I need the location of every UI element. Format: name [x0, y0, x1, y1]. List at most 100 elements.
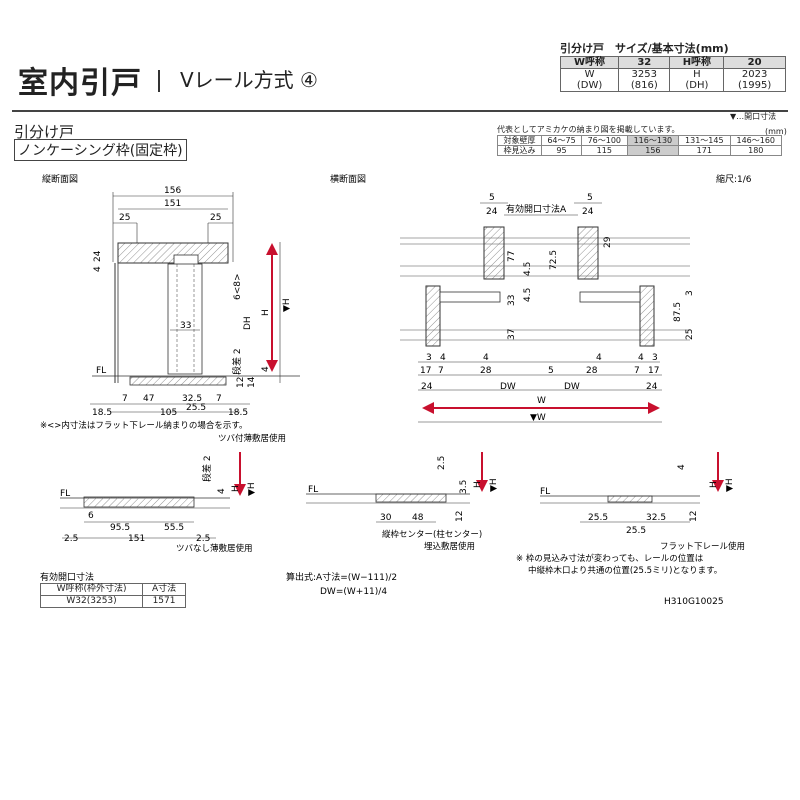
- dim-4: 4: [677, 464, 687, 470]
- horizontal-section: 5 24 有効開口寸法A 5 24 77 72.5 4.5 29 4.5 33 …: [400, 193, 695, 423]
- dim-7: 7: [122, 394, 128, 404]
- dim-151: 151: [128, 534, 145, 544]
- dim-7: 7: [634, 366, 640, 376]
- formula-line-1: 算出式:A寸法=(W−111)/2: [286, 571, 397, 583]
- dim-32-5: 32.5: [182, 394, 202, 404]
- dim-24: 24: [646, 382, 658, 392]
- step-label: 段差 2: [201, 455, 213, 482]
- dim-48: 48: [412, 513, 424, 523]
- dim-14: 14: [247, 376, 257, 388]
- wall-cell: 枠見込み: [496, 145, 543, 156]
- dim-17: 17: [648, 366, 659, 376]
- floor-label: FL: [308, 485, 318, 495]
- dim-w-opening: ▼W: [530, 413, 546, 423]
- aperture-cell: 1571: [142, 595, 186, 608]
- size-spec-table: W呼称 32 H呼称 20 W (DW) 3253 (816) H (DH) 2…: [559, 56, 786, 92]
- header-rule: [12, 110, 788, 112]
- dim-3: 3: [652, 353, 658, 363]
- dim-dw: DW: [500, 382, 516, 392]
- dim-7: 7: [438, 366, 444, 376]
- dim-h: H: [709, 481, 719, 488]
- dim-28: 28: [586, 366, 598, 376]
- dim-72-5: 72.5: [549, 250, 559, 270]
- vertical-section: 156 151 25 25 33 24 4 6<8> DH 段差 2 4 H ▼…: [40, 186, 300, 444]
- wall-note: 代表としてアミカケの納まり図を掲載しています。: [497, 125, 680, 134]
- dim-h: H: [231, 485, 241, 492]
- dim-h: H: [473, 481, 483, 488]
- dim-37: 37: [507, 329, 517, 340]
- dim-h-opening: ▼H: [489, 478, 499, 492]
- door-type-label: 引分け戸: [14, 123, 75, 141]
- embedded-note: 埋込敷居使用: [424, 541, 475, 552]
- spec-cell: 3253 (816): [618, 68, 671, 92]
- dim-dh: DH: [243, 316, 253, 330]
- dim-30: 30: [380, 513, 392, 523]
- detail-flat-rail: FL 4 H ▼H 25.5 32.5 25.5 12 フラット下レール使用: [540, 452, 745, 552]
- dim-18-5: 18.5: [92, 408, 112, 418]
- dim-3-5: 3.5: [459, 480, 469, 494]
- wall-cell: 180: [729, 145, 783, 156]
- dim-3: 3: [426, 353, 432, 363]
- dim-5: 5: [548, 366, 554, 376]
- dim-25: 25: [210, 213, 221, 223]
- dim-2-5: 2.5: [64, 534, 78, 544]
- dim-step: 段差 2: [231, 348, 243, 375]
- dim-87-5: 87.5: [673, 302, 683, 322]
- dim-17: 17: [420, 366, 431, 376]
- rail-note-2: 中縦枠木口より共通の位置(25.5ミリ)となります。: [528, 565, 722, 576]
- horizontal-view-label: 横断面図: [330, 173, 366, 185]
- dim-25-5: 25.5: [626, 526, 646, 536]
- dim-151: 151: [164, 199, 181, 209]
- dim-4: 4: [638, 353, 644, 363]
- dim-105: 105: [160, 408, 177, 418]
- dim-12: 12: [236, 377, 246, 388]
- wall-unit: (mm): [765, 127, 787, 136]
- dim-h-opening: ▼H: [282, 298, 292, 312]
- dim-4-5b: 4.5: [523, 288, 533, 302]
- dim-18-5: 18.5: [228, 408, 248, 418]
- dim-4: 4: [440, 353, 446, 363]
- dim-4b: 4: [261, 366, 271, 372]
- dim-95-5: 95.5: [110, 523, 130, 533]
- dim-33: 33: [507, 295, 517, 306]
- detail-tsuba-none: FL 段差 2 4 H ▼H 6 95.5 55.5 2.5 151 2.5 ツ…: [60, 452, 257, 554]
- wall-cell: 95: [541, 145, 582, 156]
- dim-4-5: 4.5: [523, 262, 533, 276]
- dim-29: 29: [603, 236, 613, 248]
- rail-note-1: ※ 枠の見込み寸法が変わっても、レールの位置は: [516, 553, 704, 564]
- dim-24: 24: [421, 382, 433, 392]
- page-subtitle: Vレール方式 ④: [180, 68, 318, 92]
- floor-label: FL: [540, 487, 550, 497]
- wall-thickness-table: 対象壁厚 64〜75 76〜100 116〜130 131〜145 146〜16…: [496, 135, 783, 156]
- dim-h-opening: ▼H: [247, 482, 257, 496]
- aperture-header: W呼称(枠外寸法): [39, 583, 144, 596]
- page-title: 室内引戸: [18, 66, 142, 101]
- tsuba-none-note: ツバなし薄敷居使用: [176, 543, 253, 554]
- dim-4: 4: [483, 353, 489, 363]
- spec-cell: 20: [723, 56, 786, 69]
- dim-2-5: 2.5: [196, 534, 210, 544]
- dim-25-5: 25.5: [588, 513, 608, 523]
- spec-cell: 2023 (1995): [723, 68, 786, 92]
- dim-4: 4: [596, 353, 602, 363]
- dim-12: 12: [689, 511, 699, 522]
- dim-24: 24: [486, 207, 498, 217]
- dim-dw: DW: [564, 382, 580, 392]
- dim-7: 7: [216, 394, 222, 404]
- dim-12: 12: [455, 511, 465, 522]
- dim-156: 156: [164, 186, 181, 196]
- dim-55-5: 55.5: [164, 523, 184, 533]
- effective-opening-a: 有効開口寸法A: [506, 203, 567, 215]
- column-center-note: 縦枠センター(柱センター): [382, 529, 482, 540]
- dim-3: 3: [685, 290, 695, 296]
- formula-line-2: DW=(W+11)/4: [320, 587, 387, 597]
- dim-5: 5: [489, 193, 495, 203]
- aperture-title: 有効開口寸法: [40, 571, 94, 583]
- tsuba-used-note: ツバ付薄敷居使用: [218, 433, 286, 444]
- dim-h: H: [261, 309, 271, 316]
- dim-33: 33: [180, 321, 191, 331]
- dim-32-5: 32.5: [646, 513, 666, 523]
- inner-note: ※<>内寸法はフラット下レール納まりの場合を示す。: [40, 420, 248, 431]
- dim-4: 4: [217, 488, 227, 494]
